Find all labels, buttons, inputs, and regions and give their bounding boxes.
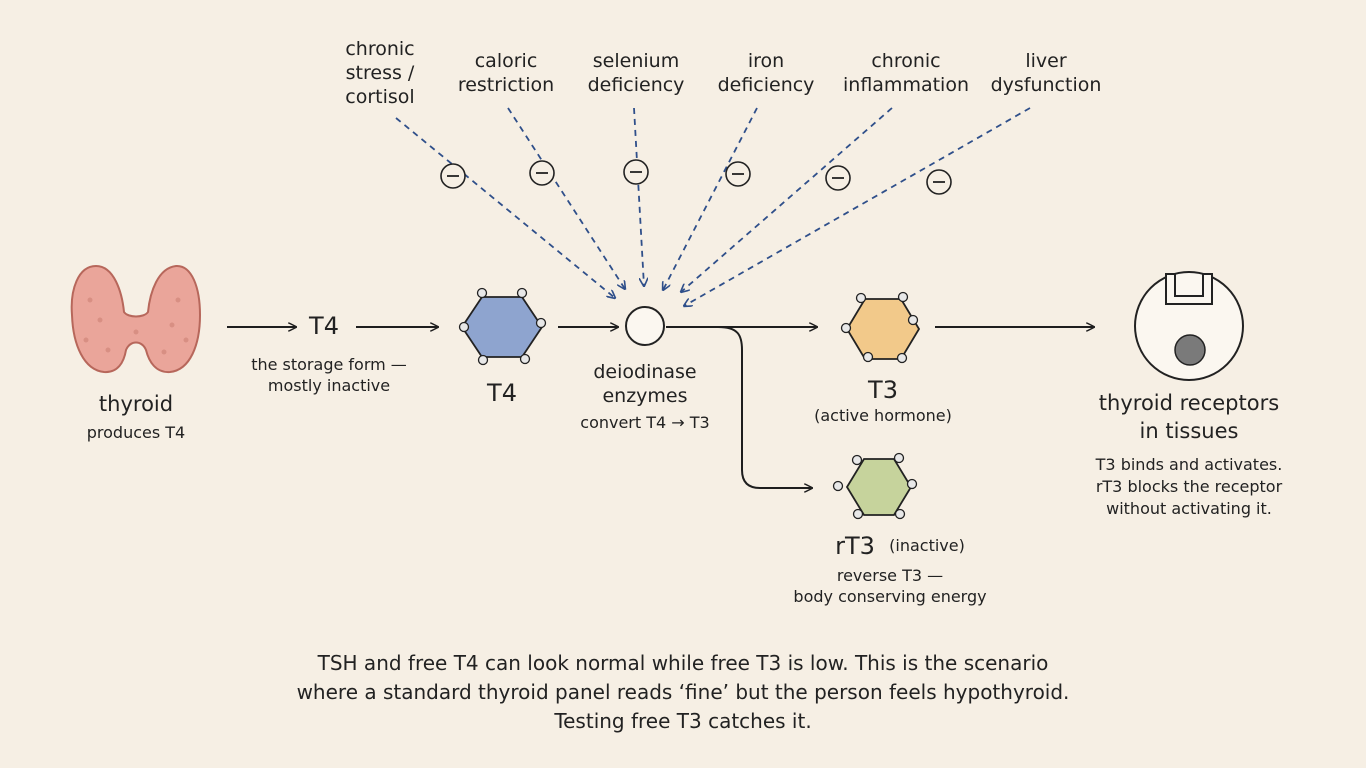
inhibitor-arrow-inflammation [681, 107, 893, 292]
t3-label: T3 [868, 376, 898, 404]
t3-subtitle: (active hormone) [814, 406, 952, 425]
t3-molecule-icon [840, 291, 921, 364]
inhibitor-label-line: selenium [592, 50, 680, 72]
receptor-desc-line2: rT3 blocks the receptor [1095, 477, 1283, 496]
inhibitor-label-line: stress / [345, 62, 415, 84]
receptor-title-line1: thyroid receptors [1098, 391, 1280, 415]
receptor-desc-line3: without activating it. [1106, 499, 1272, 518]
inhibitor-label-line: liver [1025, 50, 1067, 72]
inhibitor-label-line: inflammation [843, 74, 969, 96]
inhibitor-label-liver: liver dysfunction [986, 49, 1106, 97]
inhibitor-label-line: deficiency [717, 74, 815, 96]
inhibitor-label-iron: iron deficiency [706, 49, 826, 97]
inhibitor-arrow-iron [663, 107, 758, 290]
receptor-title-line2: in tissues [1139, 419, 1239, 443]
t4-molecule-icon [458, 287, 547, 366]
footnote-line3: Testing free T3 catches it. [554, 709, 812, 733]
inhibitor-label-stress: chronic stress / cortisol [330, 37, 430, 109]
inhibitor-arrow-selenium [633, 107, 644, 286]
rt3-molecule-icon [832, 452, 918, 520]
receptor-icon [1134, 271, 1244, 381]
rt3-caption-line1: reverse T3 — [836, 566, 944, 585]
footnote-line1: TSH and free T4 can look normal while fr… [317, 651, 1049, 675]
enzyme-subtitle: convert T4 → T3 [580, 413, 710, 432]
enzyme-title-line1: deiodinase [593, 361, 697, 383]
footnote: TSH and free T4 can look normal while fr… [283, 649, 1083, 736]
rt3-caption-line2: body conserving energy [793, 587, 987, 606]
inhibitor-label-line: caloric [474, 50, 538, 72]
flow-arrows [227, 327, 1094, 488]
thyroid-title: thyroid [98, 392, 174, 416]
t4-arrow-label: T4 [309, 312, 339, 340]
inhibitor-label-line: restriction [457, 74, 555, 96]
inhibitor-label-line: chronic [345, 38, 415, 60]
inhibitor-arrow-caloric [507, 107, 625, 289]
inhibitor-label-caloric: caloric restriction [446, 49, 566, 97]
minus-marks [447, 171, 945, 183]
inhibitor-label-line: dysfunction [990, 74, 1102, 96]
deiodinase-enzyme-node [625, 306, 665, 346]
inhibitor-label-line: deficiency [587, 74, 685, 96]
inhibitor-arrows [395, 107, 1031, 306]
inhibitor-label-line: iron [747, 50, 785, 72]
inhibitor-arrow-stress [395, 117, 615, 298]
thyroid-subtitle: produces T4 [86, 423, 186, 442]
inhibitor-label-line: cortisol [345, 86, 415, 108]
arrow-enzyme-to-rt3 [717, 326, 812, 488]
thyroid-texture [83, 297, 189, 355]
rt3-label: rT3 [835, 532, 875, 560]
receptor-desc-line1: T3 binds and activates. [1095, 455, 1283, 474]
t4-molecule-label: T4 [487, 379, 517, 407]
inhibitor-label-line: chronic [871, 50, 941, 72]
inhibitor-arrow-liver [684, 107, 1031, 306]
footnote-line2: where a standard thyroid panel reads ‘fi… [296, 680, 1070, 704]
inhibitor-symbols [440, 159, 952, 195]
t4-caption-line1: the storage form — [251, 355, 407, 374]
thyroid-gland-icon [70, 264, 202, 374]
inhibitor-label-selenium: selenium deficiency [576, 49, 696, 97]
enzyme-title-line2: enzymes [602, 385, 688, 407]
t4-caption-line2: mostly inactive [267, 376, 391, 395]
rt3-tag: (inactive) [889, 536, 965, 555]
inhibitor-label-inflammation: chronic inflammation [836, 49, 976, 97]
